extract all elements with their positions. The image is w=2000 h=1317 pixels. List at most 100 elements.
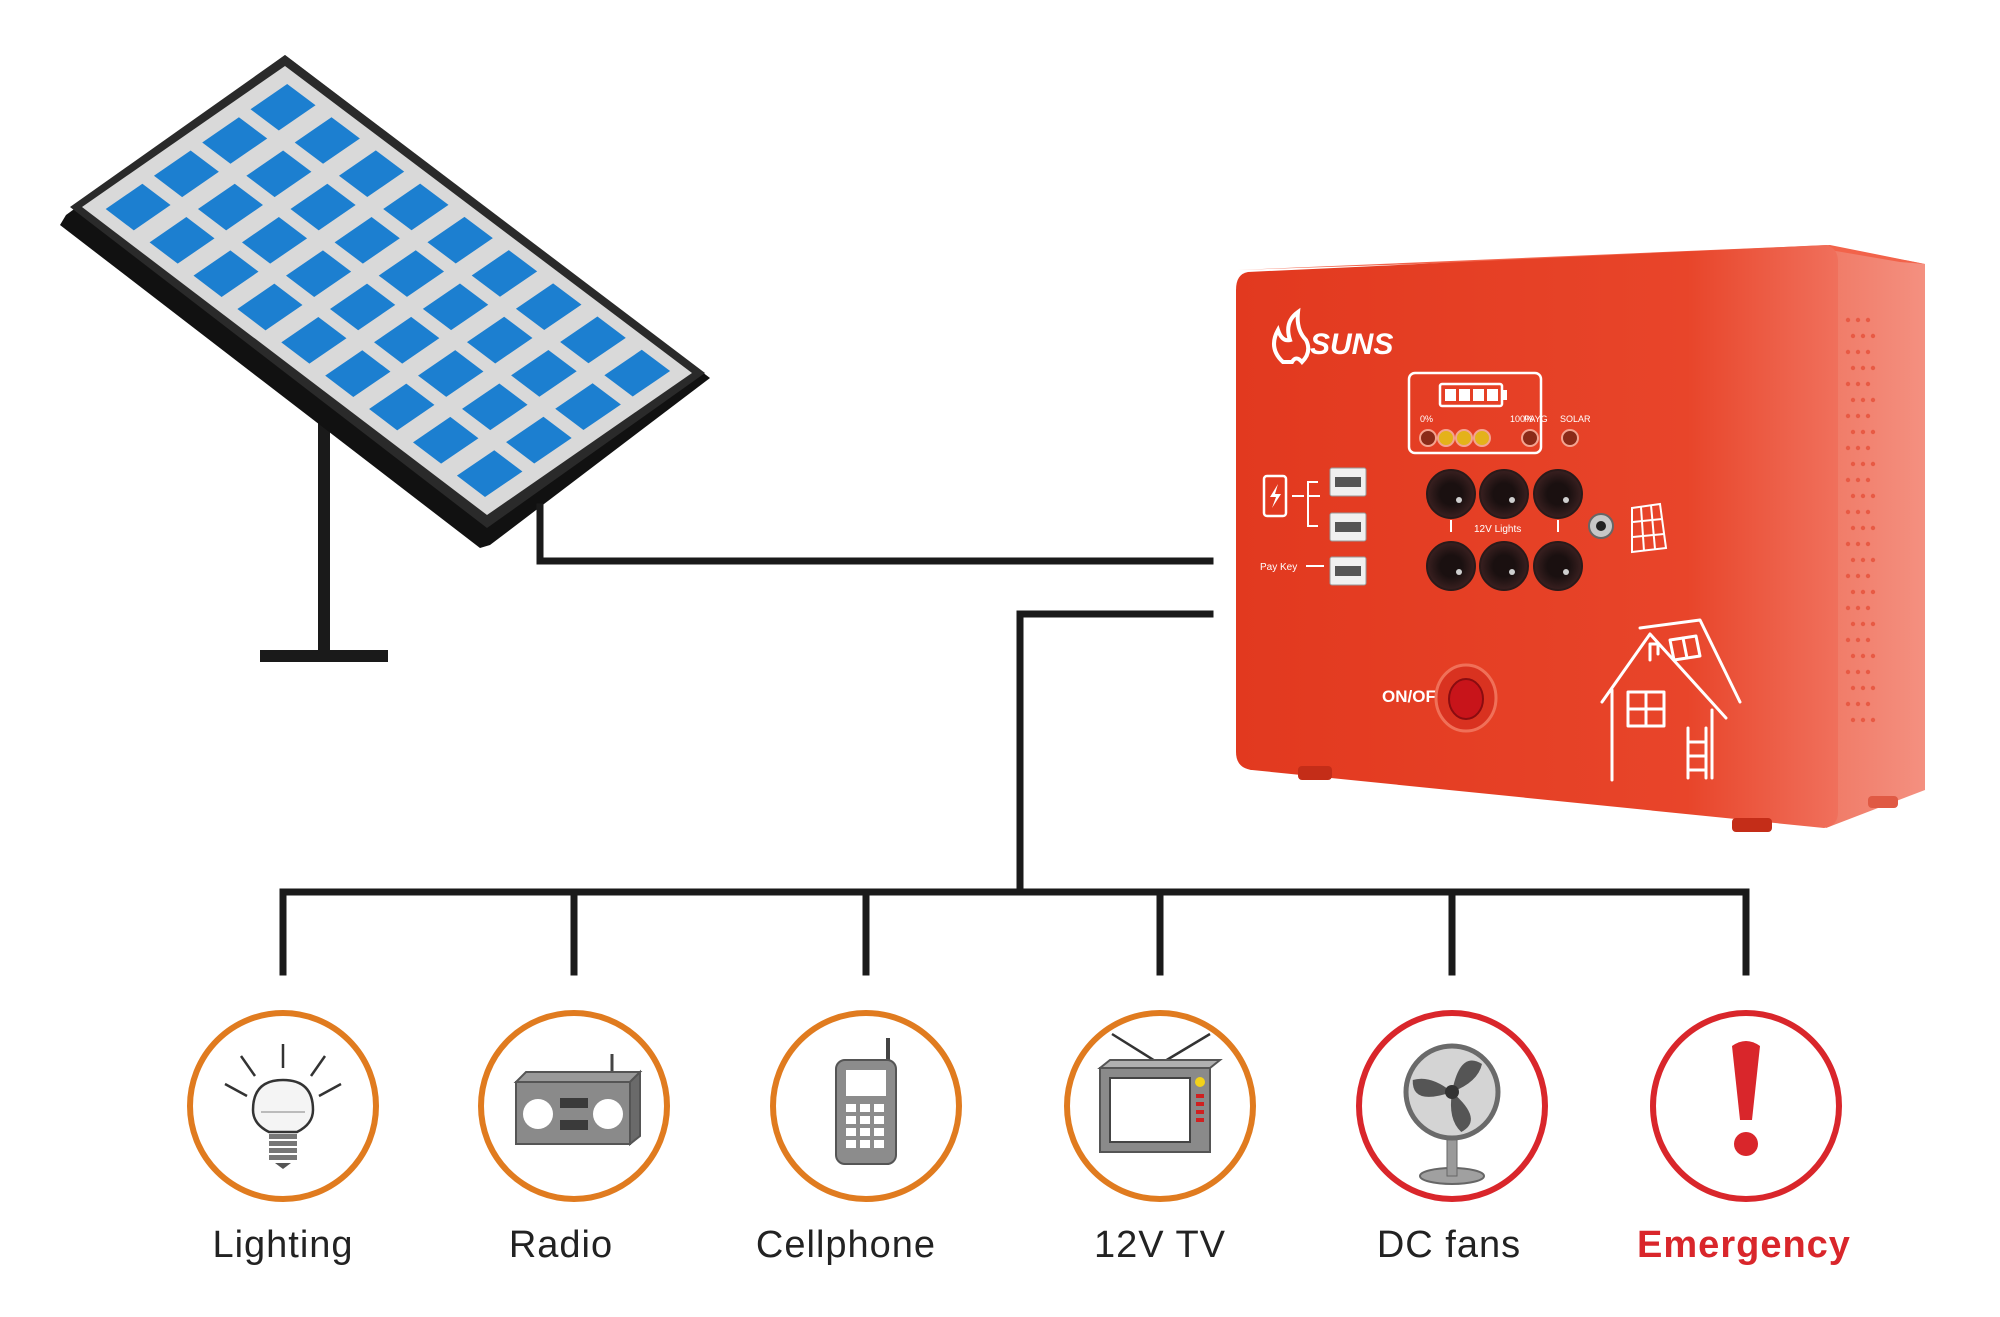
solar-cell: [383, 183, 449, 231]
vent-dot: [1870, 429, 1876, 435]
solar-cell: [374, 316, 440, 364]
vent-dot: [1850, 557, 1856, 563]
vent-dot: [1850, 589, 1856, 595]
vent-dot: [1855, 349, 1861, 355]
light-socket[interactable]: [1426, 469, 1476, 519]
light-socket[interactable]: [1479, 469, 1529, 519]
vent-dot: [1845, 605, 1851, 611]
panel-base: [260, 650, 388, 662]
vent-dot: [1865, 637, 1871, 643]
usb-port[interactable]: [1329, 512, 1367, 542]
solar-cell: [471, 250, 538, 297]
vent-dot: [1860, 621, 1866, 627]
solar-cell: [241, 217, 308, 264]
vent-dot: [1860, 685, 1866, 691]
pay-key-label: Pay Key: [1260, 562, 1297, 573]
battery-min-label: 0%: [1420, 414, 1433, 424]
side-vents: [1845, 317, 1876, 723]
vent-dot: [1855, 317, 1861, 323]
payg-led: [1521, 429, 1539, 447]
vent-dot: [1855, 445, 1861, 451]
light-socket[interactable]: [1426, 541, 1476, 591]
light-socket[interactable]: [1533, 541, 1583, 591]
vent-dot: [1845, 413, 1851, 419]
appliance-label-emergency: Emergency: [1637, 1224, 1851, 1266]
solar-label: SOLAR: [1560, 414, 1591, 424]
vent-dot: [1870, 461, 1876, 467]
vent-dot: [1845, 637, 1851, 643]
flame-logo-icon: [1272, 307, 1311, 365]
vent-dot: [1865, 541, 1871, 547]
usb-port[interactable]: [1329, 556, 1367, 586]
appliance-12v-tv: [1064, 1010, 1256, 1202]
solar-panel: [60, 55, 710, 662]
appliance-radio: [478, 1010, 670, 1202]
vent-dot: [1870, 589, 1876, 595]
vent-dot: [1860, 557, 1866, 563]
solar-cell: [466, 316, 533, 364]
solar-cell: [237, 283, 303, 331]
usb-port[interactable]: [1329, 467, 1367, 497]
vent-dot: [1860, 589, 1866, 595]
vent-dot: [1860, 717, 1866, 723]
appliance-dc-fans: [1356, 1010, 1548, 1202]
vent-dot: [1870, 493, 1876, 499]
appliance-label-cellphone: Cellphone: [755, 1224, 937, 1266]
vent-dot: [1845, 669, 1851, 675]
vent-dot: [1870, 621, 1876, 627]
vent-dot: [1870, 525, 1876, 531]
light-socket[interactable]: [1533, 469, 1583, 519]
lights-label: 12V Lights: [1474, 524, 1521, 535]
device-front: [1236, 245, 1838, 828]
power-label: ON/OFF: [1382, 687, 1446, 706]
vent-dot: [1865, 509, 1871, 515]
vent-dot: [1850, 461, 1856, 467]
vent-dot: [1865, 413, 1871, 419]
vent-dot: [1860, 653, 1866, 659]
solar-cell: [250, 83, 316, 131]
vent-dot: [1860, 397, 1866, 403]
solar-cell: [153, 150, 219, 198]
vent-dot: [1860, 525, 1866, 531]
solar-cell: [334, 216, 400, 264]
vent-dot: [1845, 445, 1851, 451]
vent-dot: [1845, 701, 1851, 707]
solar-cell: [281, 316, 347, 364]
device-foot: [1732, 818, 1772, 832]
solar-cell: [294, 117, 360, 164]
solar-cell: [105, 183, 171, 231]
vent-dot: [1860, 333, 1866, 339]
battery-max-label: 100%: [1510, 414, 1533, 424]
power-button[interactable]: [1448, 678, 1484, 720]
vent-dot: [1845, 477, 1851, 483]
panel-to-device-wire: [536, 503, 1214, 565]
vent-dot: [1865, 605, 1871, 611]
vent-dot: [1870, 365, 1876, 371]
appliance-label-12v-tv: 12V TV: [1093, 1224, 1227, 1266]
vent-dot: [1860, 493, 1866, 499]
appliance-label-radio: Radio: [508, 1224, 614, 1266]
vent-dot: [1865, 701, 1871, 707]
light-socket[interactable]: [1479, 541, 1529, 591]
vent-dot: [1865, 445, 1871, 451]
solar-cell: [193, 250, 259, 298]
solar-cell: [338, 150, 405, 198]
solar-cell: [418, 350, 484, 397]
brand-logo: SUNS: [1310, 328, 1393, 361]
appliance-emergency: [1650, 1010, 1842, 1202]
vent-dot: [1855, 381, 1861, 387]
solar-cell: [456, 450, 523, 497]
vent-dot: [1860, 429, 1866, 435]
solar-cell: [422, 283, 489, 331]
vent-dot: [1845, 317, 1851, 323]
vent-dot: [1855, 477, 1861, 483]
appliance-list: [187, 1010, 1842, 1202]
solar-cell: [413, 416, 479, 464]
solar-cell: [427, 216, 493, 264]
vent-dot: [1865, 477, 1871, 483]
solar-home-device: SUNS 0% 100% PAYG SOLAR Pay Key: [1236, 245, 1925, 832]
solar-cell: [325, 350, 391, 397]
vent-dot: [1845, 541, 1851, 547]
tv-icon: [1097, 1032, 1223, 1153]
